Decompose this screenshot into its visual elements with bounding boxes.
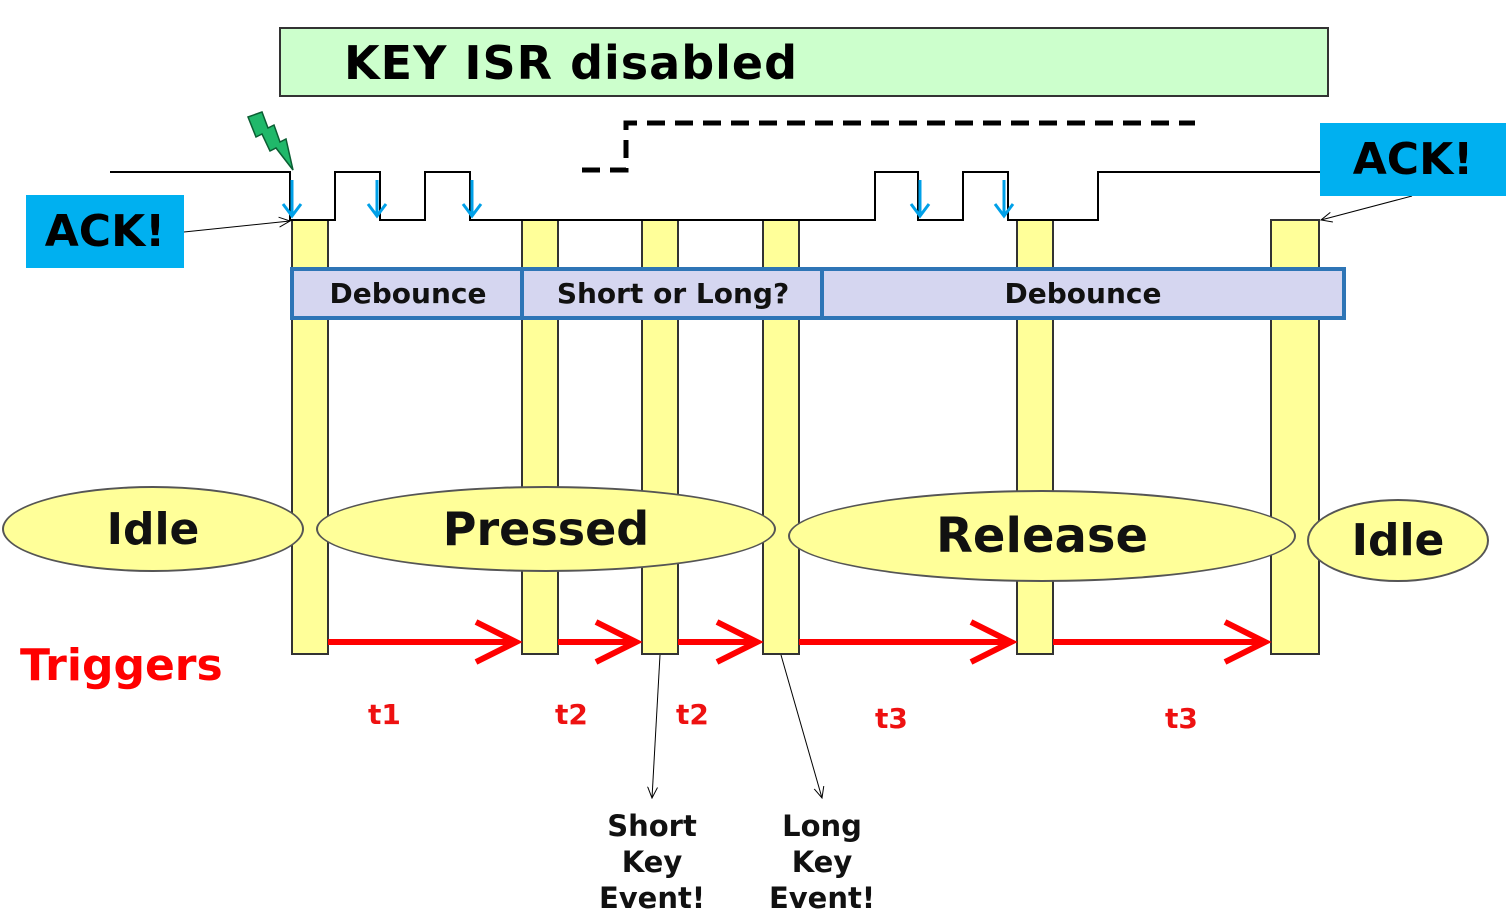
timer-t1: t1 — [368, 698, 401, 731]
trigger-arrow-t2a — [558, 619, 643, 665]
trigger-arrow-t3a — [799, 619, 1018, 665]
trigger-arrow-t2b — [678, 619, 764, 665]
triggers-label: Triggers — [20, 640, 223, 691]
timer-t3b: t3 — [1165, 702, 1198, 735]
ack-right-pointer — [1321, 195, 1413, 220]
short-event-line-3: Event! — [598, 881, 706, 915]
isr-disabled-banner — [279, 27, 1329, 97]
long-event-pointer — [780, 654, 822, 798]
edge-arrows — [281, 180, 1015, 219]
band-short-or-long: Short or Long? — [520, 267, 826, 320]
banner-text: KEY ISR disabled — [344, 36, 799, 90]
state-idle-1: Idle — [2, 486, 304, 572]
ack-left-pointer — [183, 221, 290, 233]
edge-arrow-4 — [909, 180, 931, 219]
short-key-event: Short Key Event! — [580, 808, 724, 916]
ack-pointers — [183, 195, 1413, 233]
trigger-arrow-t3b — [1053, 619, 1272, 665]
lightning-interrupt-icon — [247, 111, 294, 171]
short-event-pointer — [652, 654, 661, 798]
band-debounce-1: Debounce — [290, 267, 526, 320]
edge-arrow-2 — [366, 180, 388, 219]
key-signal-waveform — [110, 171, 1320, 221]
state-pressed: Pressed — [316, 486, 776, 572]
timer-t2b: t2 — [676, 698, 709, 731]
ack-left-label: ACK! — [26, 195, 184, 268]
long-event-line-3: Event! — [768, 881, 876, 915]
dashed-level-line — [582, 120, 1195, 173]
trigger-arrows — [328, 619, 1272, 665]
long-event-line-2: Key — [791, 845, 853, 879]
event-pointers — [652, 654, 822, 798]
timer-t2a: t2 — [555, 698, 588, 731]
ack-right-label: ACK! — [1320, 123, 1506, 196]
edge-arrow-1 — [281, 180, 303, 219]
edge-arrow-5 — [993, 180, 1015, 219]
edge-arrow-3 — [461, 180, 483, 219]
short-event-line-1: Short — [607, 809, 697, 843]
state-release: Release — [788, 490, 1296, 582]
state-idle-2: Idle — [1307, 499, 1489, 582]
trigger-arrow-t1 — [328, 619, 523, 665]
timer-t3a: t3 — [875, 702, 908, 735]
long-key-event: Long Key Event! — [750, 808, 894, 916]
band-debounce-2: Debounce — [820, 267, 1346, 320]
long-event-line-1: Long — [782, 809, 862, 843]
short-event-line-2: Key — [621, 845, 683, 879]
